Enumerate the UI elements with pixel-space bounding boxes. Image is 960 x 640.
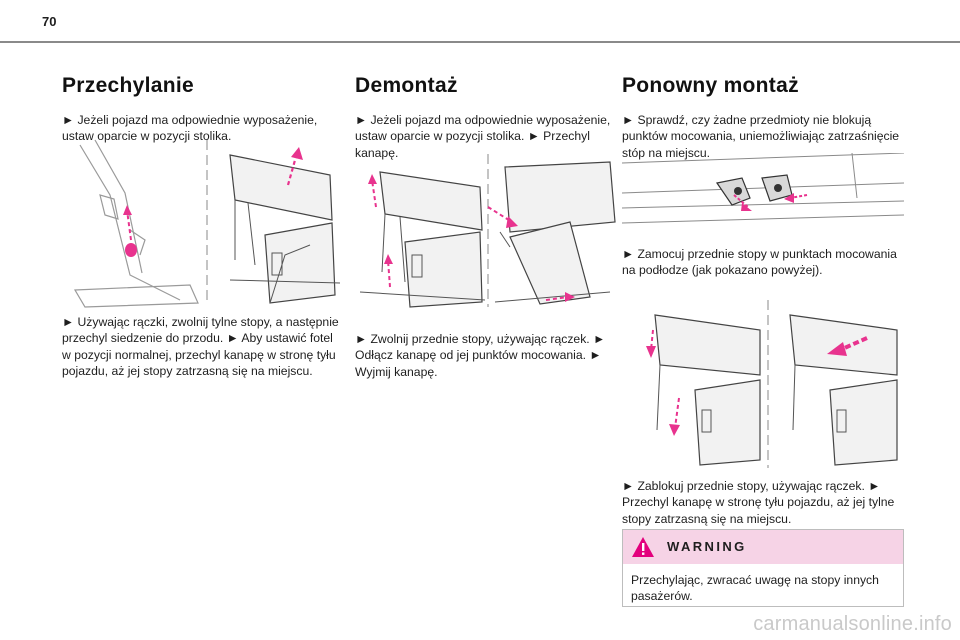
refitting-anchor-illustration [622, 153, 904, 233]
header-rule [0, 41, 960, 43]
warning-title: WARNING [667, 539, 747, 554]
refitting-middle: ► Zamocuj przednie stopy w punktach moco… [622, 247, 897, 278]
tilting-steps-block: ► Używając rączki, zwolnij tylne stopy, … [62, 314, 344, 380]
removal-illustration [360, 152, 620, 310]
warning-header: WARNING [623, 530, 903, 564]
warning-text: Przechylając, zwracać uwagę na stopy inn… [631, 573, 879, 604]
removal-steps-block: ► Zwolnij przednie stopy, używając rącze… [355, 331, 630, 380]
refitting-steps: ► Zablokuj przednie stopy, używając rącz… [622, 479, 895, 526]
tilting-intro: ► Jeżeli pojazd ma odpowiednie wyposażen… [62, 113, 318, 144]
watermark: carmanualsonline.info [753, 613, 952, 635]
section-title-removal: Demontaż [355, 74, 458, 97]
section-tilting: Przechylanie ► Jeżeli pojazd ma odpowied… [62, 74, 342, 145]
page-number: 70 [42, 14, 57, 29]
removal-intro: ► Jeżeli pojazd ma odpowiednie wyposażen… [355, 113, 611, 160]
section-title-refitting: Ponowny montaż [622, 74, 799, 97]
refitting-middle-block: ► Zamocuj przednie stopy w punktach moco… [622, 246, 904, 279]
warning-triangle-icon [631, 536, 655, 563]
removal-steps: ► Zwolnij przednie stopy, używając rącze… [355, 332, 606, 379]
refitting-intro: ► Sprawdź, czy żadne przedmioty nie blok… [622, 113, 900, 160]
tilting-illustration [70, 135, 340, 310]
section-refitting: Ponowny montaż ► Sprawdź, czy żadne prze… [622, 74, 904, 161]
warning-box: WARNING Przechylając, zwracać uwagę na s… [622, 529, 904, 607]
tilting-steps: ► Używając rączki, zwolnij tylne stopy, … [62, 315, 339, 379]
section-removal: Demontaż ► Jeżeli pojazd ma odpowiednie … [355, 74, 630, 161]
section-title-tilting: Przechylanie [62, 74, 194, 97]
refitting-latch-illustration [635, 300, 900, 468]
refitting-steps-block: ► Zablokuj przednie stopy, używając rącz… [622, 478, 904, 527]
